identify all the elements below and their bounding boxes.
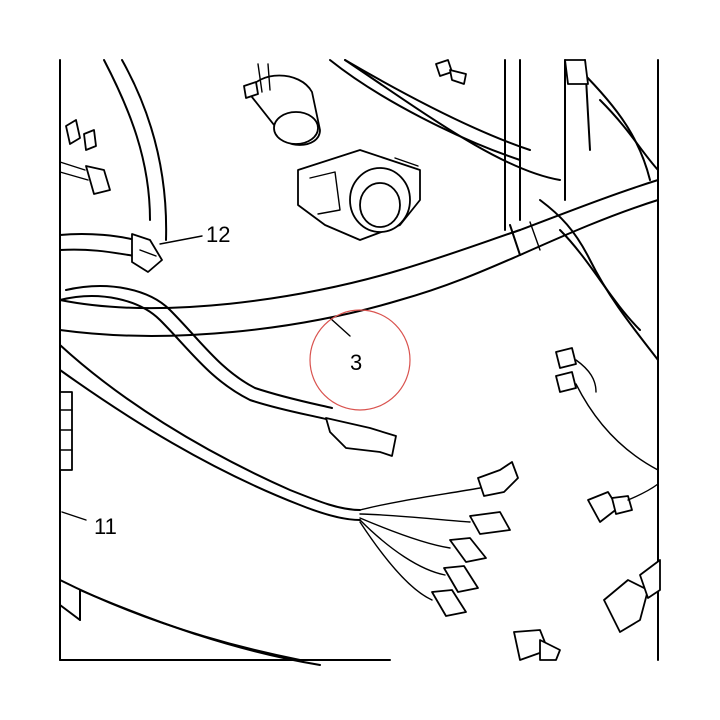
harness-loop-left	[59, 285, 397, 457]
harness-lower	[59, 344, 361, 666]
callout-11-label: 11	[94, 514, 117, 539]
callout-3-highlight-circle	[309, 309, 411, 411]
mount-11	[59, 391, 73, 471]
leader-11	[61, 511, 87, 521]
breakout-wires	[359, 487, 481, 601]
callout-12-label: 12	[206, 222, 230, 247]
coil-part	[243, 63, 321, 146]
right-bottom-connectors	[513, 559, 661, 661]
harness-upper	[103, 59, 659, 241]
right-sensor-connector	[587, 483, 659, 523]
upper-left-connectors	[59, 119, 111, 195]
leader-12	[159, 235, 203, 245]
clamp-bracket	[297, 149, 421, 241]
callout-3-label: 3	[350, 350, 362, 375]
harness-sleeve	[59, 179, 659, 361]
leader-lines	[61, 235, 351, 521]
top-fitting	[435, 59, 467, 85]
right-terminals	[555, 347, 659, 471]
breakout-connectors	[431, 461, 519, 617]
connector-12	[59, 232, 163, 273]
leader-3	[329, 317, 351, 337]
